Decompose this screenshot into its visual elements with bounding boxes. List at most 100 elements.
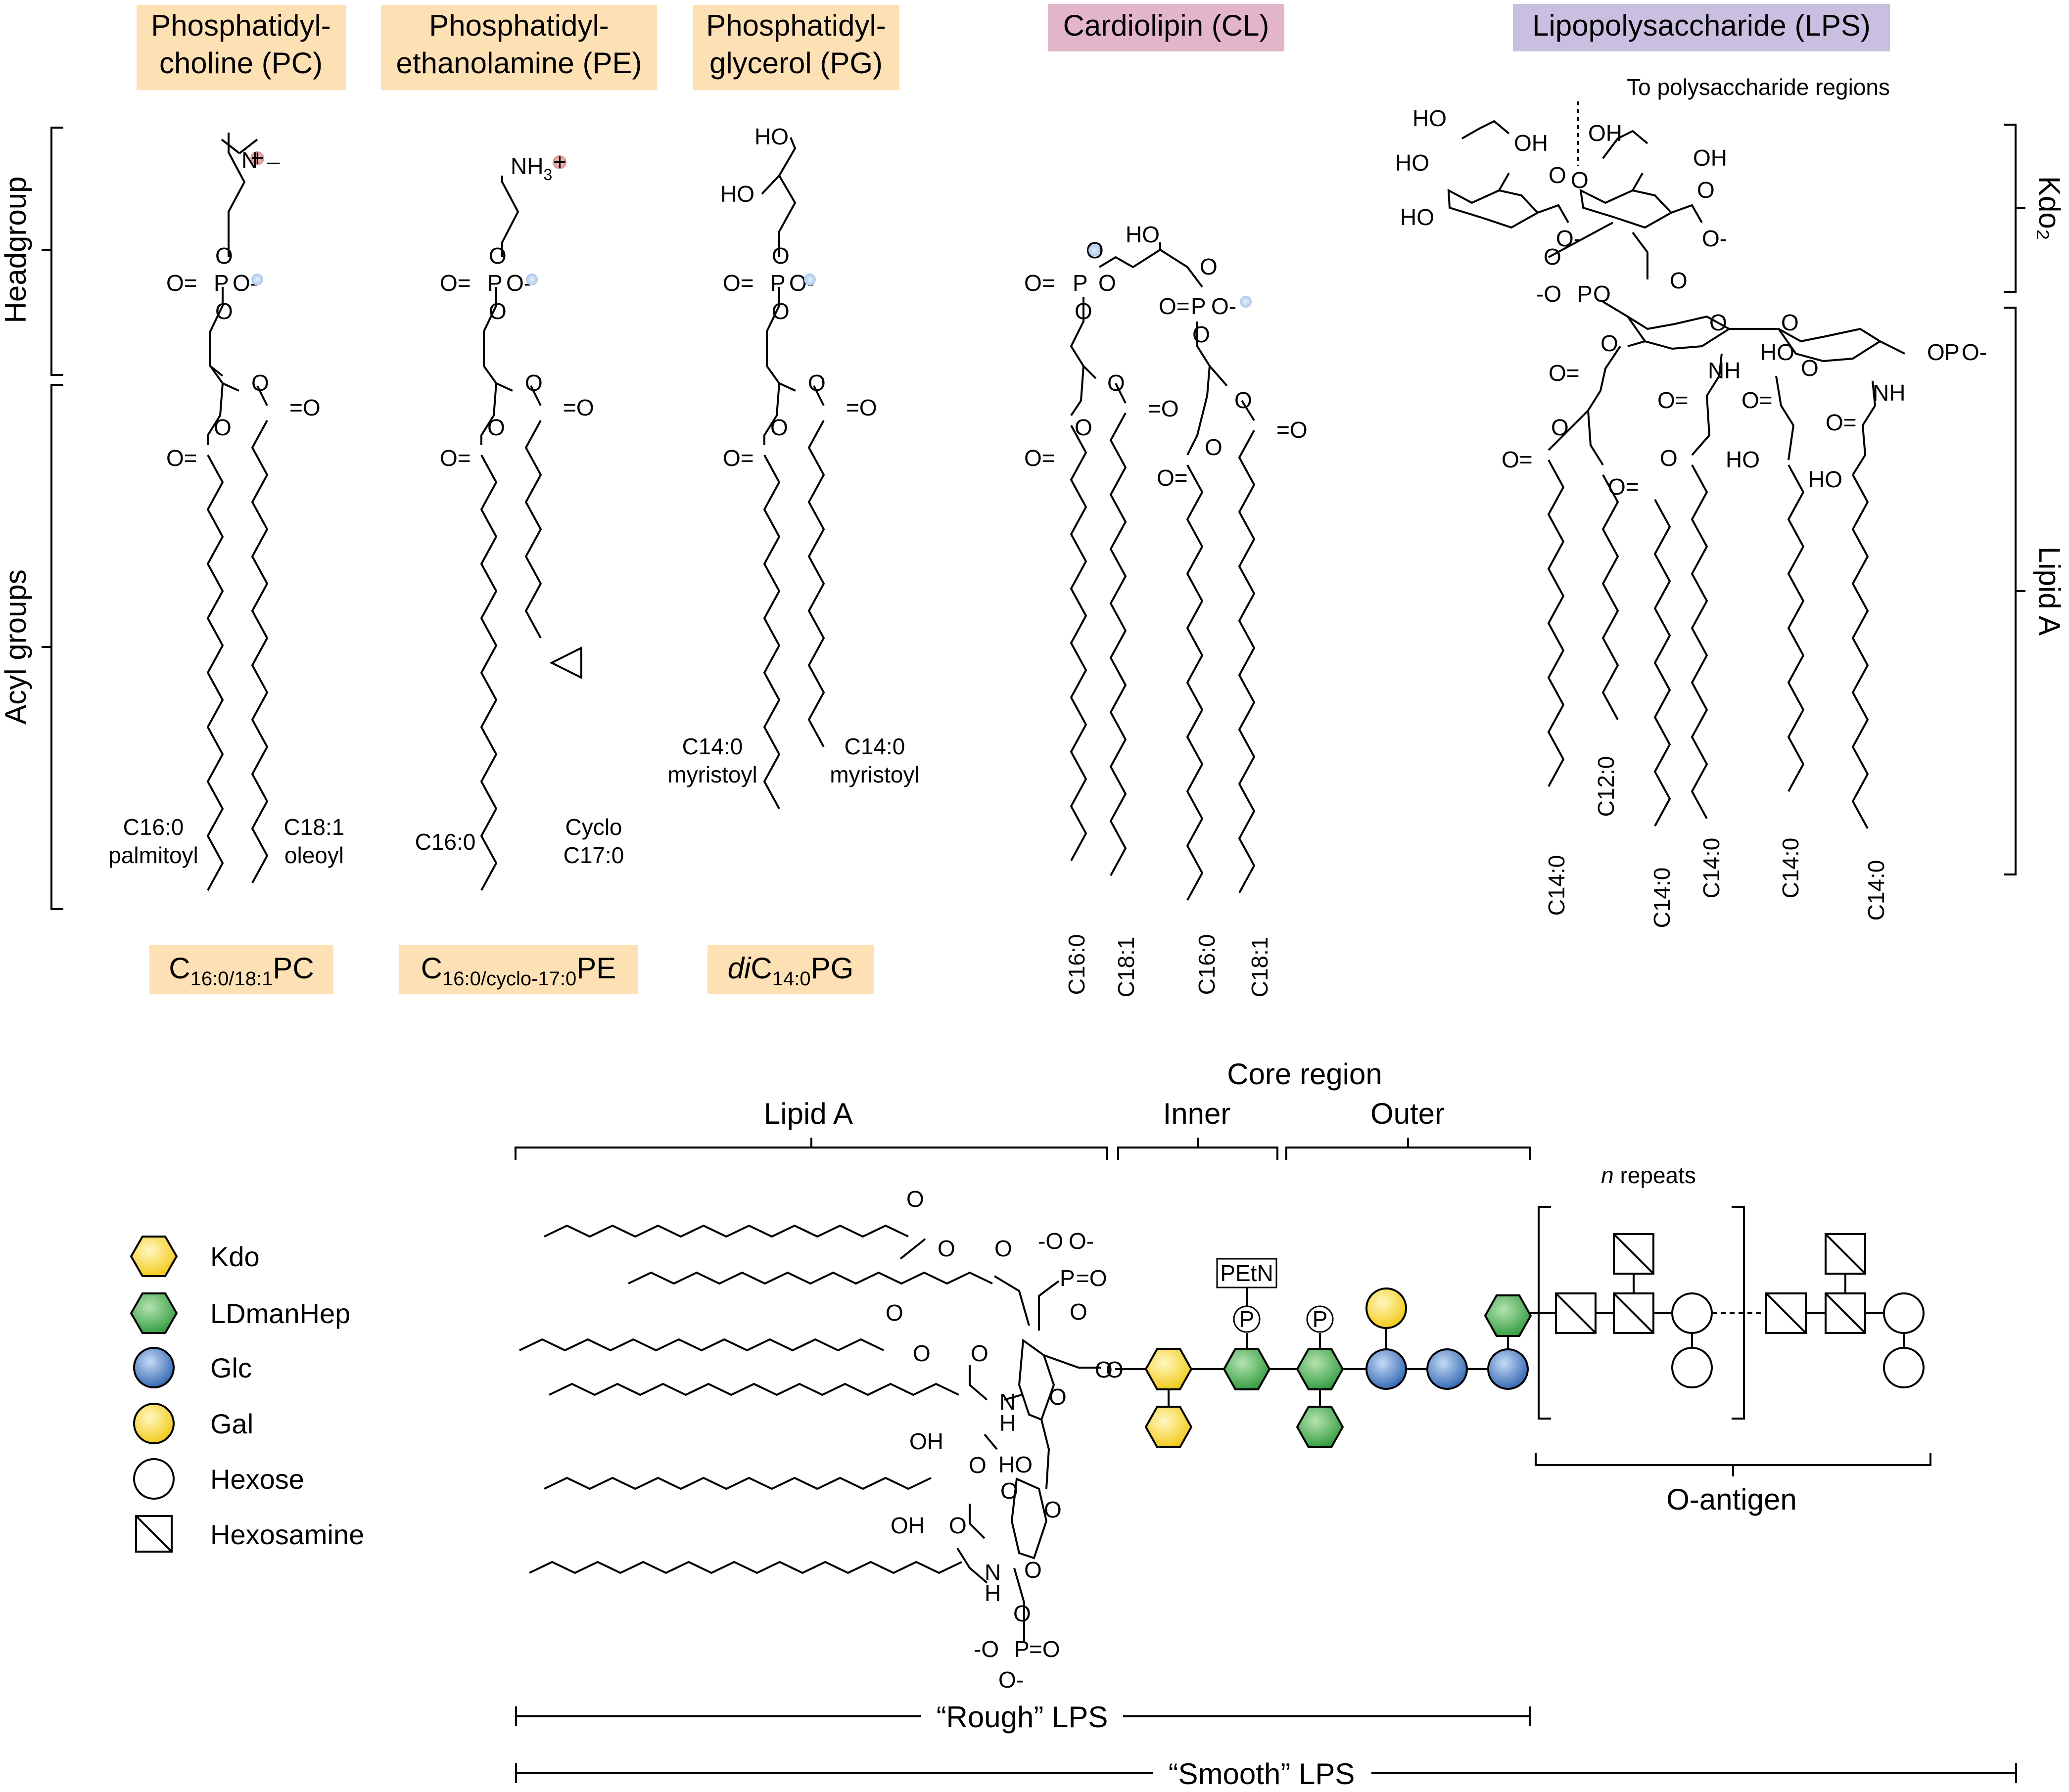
hexosamine-2-slash — [1613, 1292, 1654, 1334]
bottom-lipid-a-structure: O O O -O O- P =O O O O O O O N H OH O HO… — [519, 1186, 1113, 1693]
legend-label-ldmanhep: LDmanHep — [210, 1298, 350, 1329]
species-pe-text: C16:0/cyclo-17:0PE — [421, 952, 616, 990]
hexosamine-3 — [1613, 1233, 1654, 1275]
bottom-acyl-chain-2 — [628, 1271, 993, 1285]
pg-left-acyl-chain — [763, 455, 781, 809]
lps-chain-label-2: C12:0 — [1593, 756, 1619, 817]
cl-structure: HO O O= P O O O= P O- O O O =O O O= O =O… — [1024, 222, 1308, 997]
hexosamine-6-slash — [1825, 1233, 1866, 1275]
cl-o-5: O — [1107, 370, 1125, 396]
lps-o-link: O — [1571, 167, 1589, 193]
pc-right-label-1: C18:1 — [284, 814, 345, 840]
pc-o-eq2: O= — [166, 445, 197, 471]
cl-o-2: O — [1075, 298, 1092, 324]
lps-o-eq-1: O= — [1549, 360, 1580, 386]
pc-o3: O — [251, 370, 269, 396]
lipid-a-side-label: Lipid A — [2033, 547, 2066, 636]
legend-item-gal: Gal — [133, 1403, 253, 1444]
lps-acyl-chain-4 — [1691, 464, 1708, 819]
b-o-eq-1: O — [906, 1186, 924, 1212]
pe-positive-charge — [553, 155, 566, 169]
pc-o-eq: O= — [166, 270, 197, 296]
b-o-eq-6: O — [949, 1513, 967, 1538]
title-pc: Phosphatidyl- choline (PC) — [137, 5, 346, 90]
phosphate-1-label: P — [1239, 1306, 1255, 1332]
b-p2-eq-o: =O — [1029, 1636, 1060, 1662]
phosphate-1-circle — [1233, 1305, 1261, 1333]
species-box-pc — [149, 945, 333, 994]
o-antigen-chain — [1530, 1233, 1925, 1388]
pg-right-acyl-chain — [807, 420, 825, 747]
pc-n-atom: N — [241, 147, 258, 173]
pg-o-eq2: O= — [723, 445, 754, 471]
b-o-eq-5: O — [969, 1452, 987, 1478]
b-o-minus-o: -O — [1038, 1228, 1063, 1254]
b-o-minus-4: O- — [998, 1667, 1024, 1693]
pe-negative-charge — [526, 274, 538, 285]
pe-left-acyl-chain — [480, 455, 498, 891]
lps-o-eq-2: O= — [1502, 447, 1533, 472]
hexose-2-circle — [1671, 1347, 1713, 1388]
species-box-pg — [707, 945, 874, 994]
n-repeats-label: n repeats — [1601, 1162, 1696, 1188]
b-o-p-2: O — [1013, 1601, 1031, 1626]
lps-o-ester-1: O — [1600, 330, 1618, 356]
hexosamine-1 — [1555, 1292, 1597, 1334]
lps-o-eq-5: O= — [1741, 387, 1773, 413]
pg-p: P — [770, 270, 786, 296]
o-antigen-links — [1530, 1274, 1905, 1348]
pc-o4: O — [214, 414, 232, 440]
pc-o2: O — [215, 298, 233, 324]
kdo-2-hexagon — [1144, 1406, 1193, 1448]
pg-skeleton — [761, 137, 825, 445]
pe-skeleton — [480, 176, 542, 445]
cl-label-1: C16:0 — [1064, 934, 1089, 995]
legend-label-hexose: Hexose — [210, 1464, 304, 1495]
species-box-pe — [399, 945, 638, 994]
lps-ho-2: HO — [1395, 150, 1429, 176]
legend-item-hexosamine: Hexosamine — [135, 1515, 364, 1553]
rough-smooth-bars — [515, 1706, 2017, 1783]
b-o-2: O — [913, 1340, 931, 1366]
lps-o-glyco: O — [1781, 310, 1799, 335]
pc-left-label-2: palmitoyl — [108, 842, 198, 868]
gal-circle-icon — [133, 1403, 175, 1444]
b-p-2: P — [1014, 1636, 1030, 1662]
b-h-2: H — [985, 1580, 1001, 1606]
lps-o-ring-1: O — [1549, 162, 1566, 188]
lps-p-2: P — [1944, 339, 1960, 365]
pe-o3: O — [525, 370, 543, 396]
hexose-circle-icon — [133, 1458, 175, 1500]
pc-right-label-2: oleoyl — [284, 842, 344, 868]
lps-o-minus-3: O- — [1962, 339, 1987, 365]
pe-left-label: C16:0 — [415, 829, 476, 855]
pg-negative-charge — [804, 274, 816, 285]
lps-acyl-chain-1 — [1547, 459, 1565, 787]
cl-acyl-chain-3 — [1186, 464, 1204, 901]
b-p-1: P — [1060, 1265, 1075, 1291]
bottom-acyl-chain-6 — [529, 1561, 962, 1574]
pg-o-eq: O= — [723, 270, 754, 296]
left-brackets — [42, 127, 63, 910]
hexose-1-circle — [1671, 1292, 1713, 1334]
glc-1-circle — [1365, 1348, 1407, 1390]
pg-eq-o: =O — [846, 395, 877, 420]
cl-ho: HO — [1126, 222, 1160, 247]
cl-o-8: O — [1205, 434, 1223, 460]
pe-right-acyl-chain — [524, 420, 542, 639]
title-box-pe — [381, 5, 657, 90]
cl-o-eq-2: O= — [1159, 293, 1190, 319]
b-ho-1: HO — [998, 1452, 1033, 1477]
lipid-a-linkers — [1548, 345, 1877, 476]
pg-right-label-2: myristoyl — [830, 762, 919, 787]
cl-negative-charge-2 — [1240, 296, 1252, 308]
cl-p-2: P — [1191, 293, 1206, 319]
petn-box — [1216, 1258, 1277, 1288]
title-pc-line1: Phosphatidyl- — [151, 9, 331, 42]
glc-2-circle — [1426, 1348, 1468, 1390]
b-n-1: N — [999, 1389, 1016, 1415]
title-cl: Cardiolipin (CL) — [1048, 4, 1284, 51]
headgroup-label: Headgroup — [0, 177, 32, 323]
legend-item-glc: Glc — [133, 1347, 252, 1388]
